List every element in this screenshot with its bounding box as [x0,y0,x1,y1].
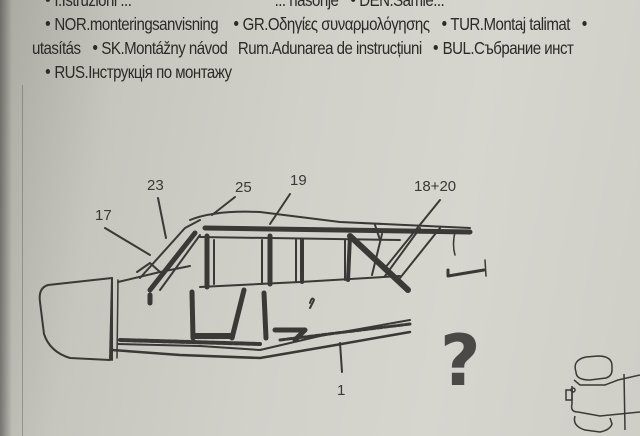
callout-18-20: 18+20 [414,178,457,195]
language-line-2: NOR.monteringsanvisning GR.Οδηγίες συναρ… [44,12,587,36]
bullet-icon [433,45,439,51]
windscreen-frame [139,219,201,279]
page-edge-shadow [0,0,12,436]
bullet-icon [45,21,51,27]
callout-19: 19 [290,172,307,189]
fold-line [22,85,23,436]
lower-fuselage [110,330,412,360]
canopy-top [189,210,471,229]
language-line-3: utasítás SK.Montážny návod Rum.Adunarea … [31,38,574,58]
bullet-icon [45,69,51,75]
bullet-icon [350,0,355,3]
question-mark-icon: ? [440,320,481,402]
language-list: I.Istruzioni ... ... nasonje DEN.Samle..… [32,0,587,84]
bullet-icon [234,21,239,27]
nose-cowling [38,277,113,361]
callout-leader-lines [104,193,441,373]
bullet-icon [441,21,447,27]
callout-25: 25 [235,179,252,196]
callout-1: 1 [337,382,346,399]
bullet-icon [45,0,51,3]
bullet-icon [92,45,98,51]
callout-23: 23 [147,177,164,194]
language-line-4: RUS.Інструкція по монтажу [44,60,577,84]
engine-top-view [565,355,640,433]
bullet-icon [582,21,587,27]
callout-17: 17 [95,207,112,224]
language-line-1: I.Istruzioni ... ... nasonje DEN.Samle..… [44,0,577,12]
